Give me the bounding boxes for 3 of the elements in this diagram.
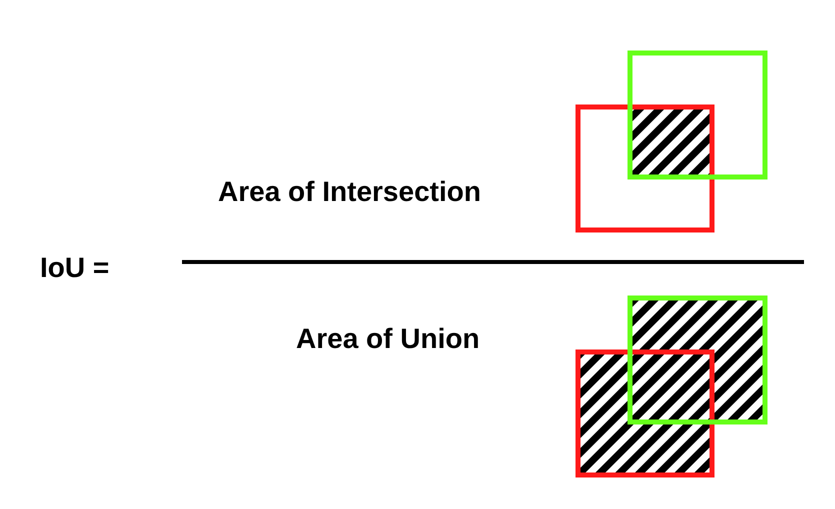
- numerator-label: Area of Intersection: [218, 178, 481, 206]
- formula-label: IoU =: [40, 254, 110, 282]
- denominator-label: Area of Union: [296, 325, 480, 353]
